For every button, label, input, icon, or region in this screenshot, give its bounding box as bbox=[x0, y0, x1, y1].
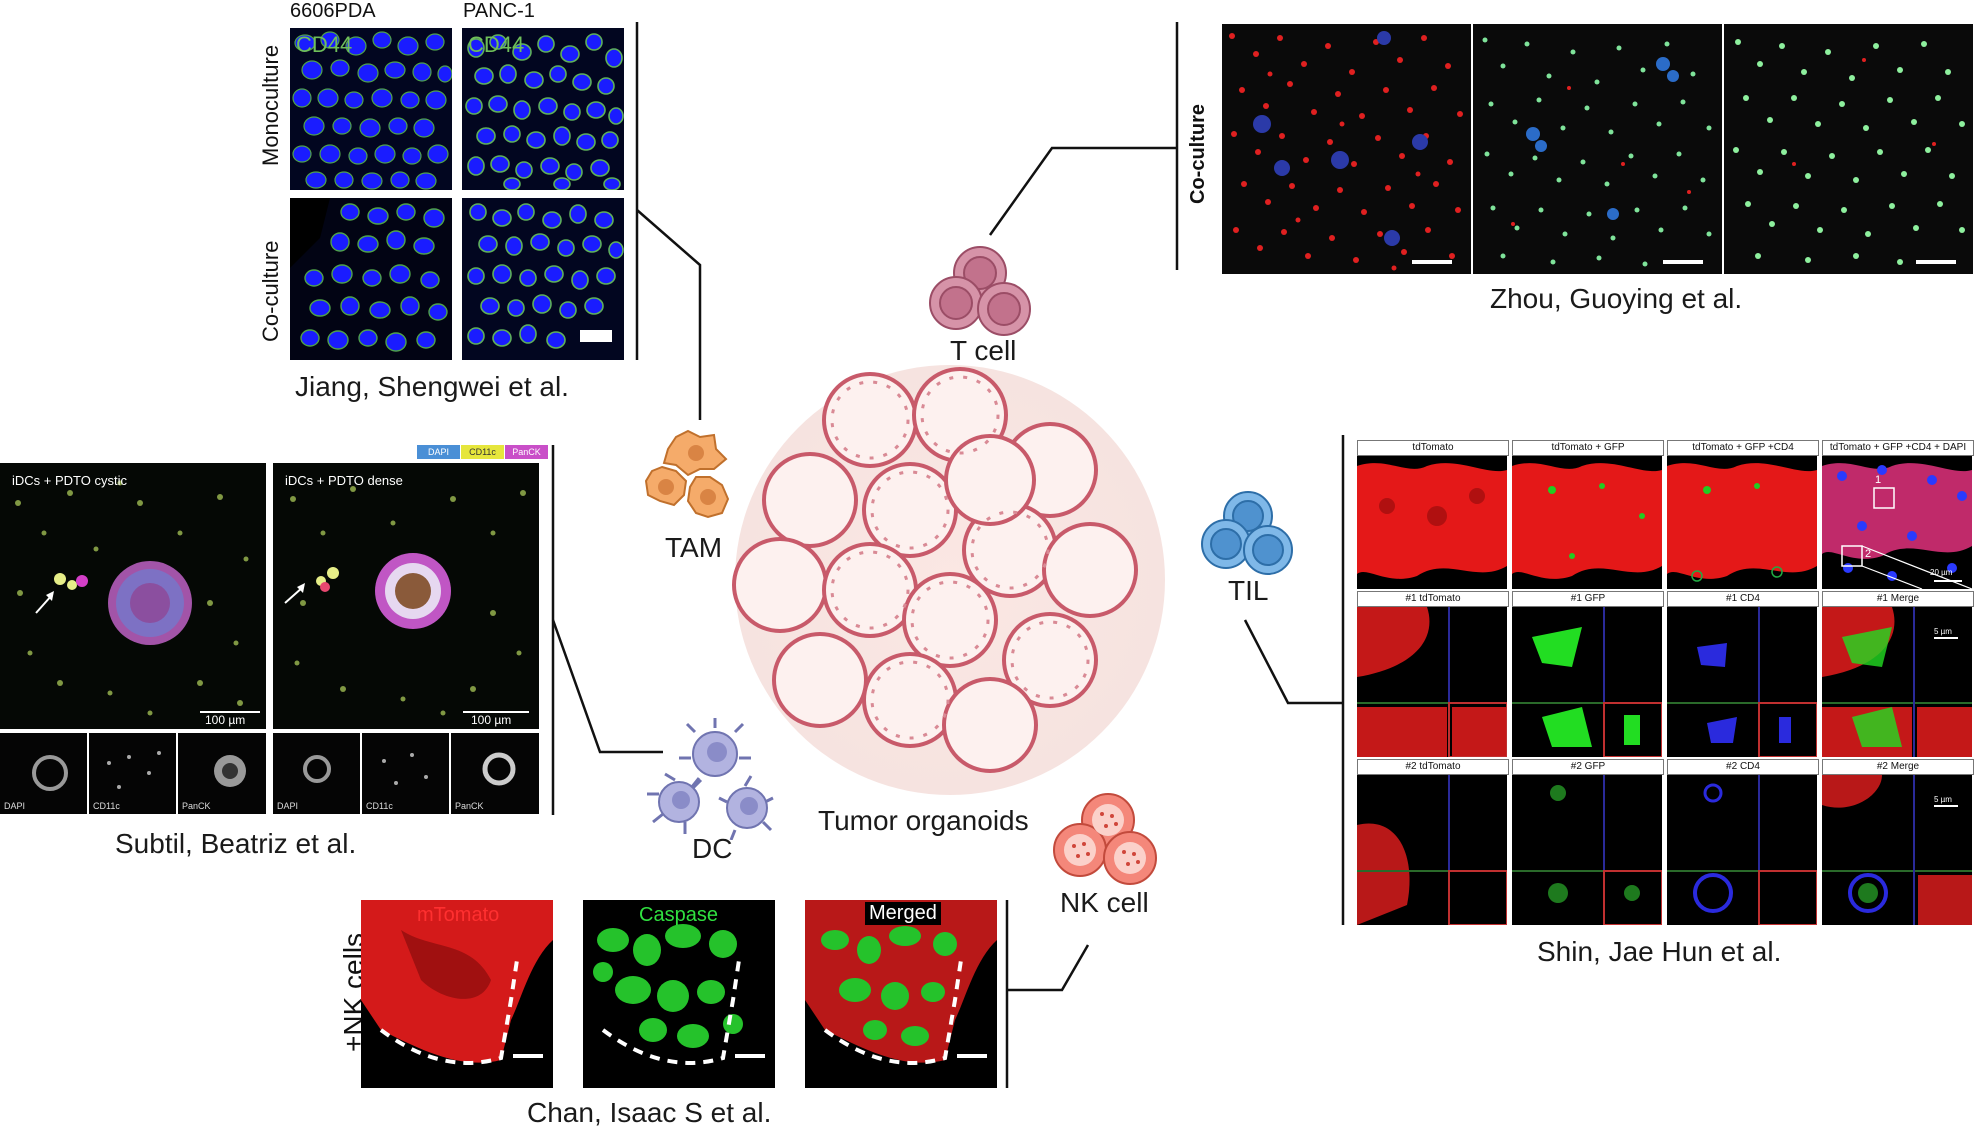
subtil-caption: Subtil, Beatriz et al. bbox=[115, 828, 357, 859]
shin-row1-head-2: #1 GFP bbox=[1512, 591, 1664, 607]
shin-head-dapi: tdTomato + GFP +CD4 + DAPI bbox=[1822, 440, 1974, 456]
jiang-micro-co-panc1 bbox=[462, 198, 624, 360]
zhou-row-coculture: Co-culture bbox=[1187, 104, 1209, 204]
subtil-small-label-dapi-1: DAPI bbox=[4, 801, 26, 811]
chan-label-merged: Merged bbox=[865, 902, 941, 925]
shin-row1-head-1: #1 tdTomato bbox=[1357, 591, 1509, 607]
chan-connector bbox=[1007, 944, 1090, 992]
jiang-micro-mono-6606 bbox=[290, 28, 452, 190]
shin-row2-4: 5 µm bbox=[1822, 775, 1972, 925]
tam-icon bbox=[644, 429, 730, 519]
zhou-micro-3 bbox=[1724, 24, 1973, 274]
jiang-micro-mono-panc1 bbox=[462, 28, 624, 190]
subtil-small-dapi-2: DAPI bbox=[273, 733, 360, 814]
shin-row2-3 bbox=[1667, 775, 1817, 925]
dc-label: DC bbox=[692, 833, 733, 864]
chan-caption: Chan, Isaac S et al. bbox=[527, 1097, 772, 1128]
tam-label: TAM bbox=[665, 532, 723, 563]
shin-row2-head-3: #2 CD4 bbox=[1667, 759, 1819, 775]
subtil-small-label-dapi-2: DAPI bbox=[277, 801, 299, 811]
jiang-row-monoculture: Monoculture bbox=[258, 44, 283, 166]
shin-top-1 bbox=[1357, 456, 1507, 589]
til-label: TIL bbox=[1228, 575, 1269, 606]
shin-scale-5-b: 5 µm bbox=[1934, 795, 1952, 804]
dc-icon bbox=[647, 718, 774, 840]
subtil-panel2-title: iDCs + PDTO dense bbox=[285, 473, 403, 488]
jiang-caption: Jiang, Shengwei et al. bbox=[295, 371, 569, 402]
subtil-micro-dense: iDCs + PDTO dense 100 µm bbox=[273, 463, 539, 729]
zhou-micro-1 bbox=[1222, 24, 1471, 274]
shin-scale-20: 20 µm bbox=[1930, 568, 1953, 577]
shin-row2-1 bbox=[1357, 775, 1507, 925]
subtil-panel1-title: iDCs + PDTO cystic bbox=[12, 473, 127, 488]
shin-row1-2 bbox=[1512, 607, 1662, 757]
subtil-small-label-panck-1: PanCK bbox=[182, 801, 211, 811]
subtil-small-label-panck-2: PanCK bbox=[455, 801, 484, 811]
shin-top-4: 1 2 20 µm bbox=[1822, 456, 1972, 589]
chan-micro-merged: Merged bbox=[805, 900, 997, 1088]
chan-micro-mtomato: mTomato bbox=[361, 900, 553, 1088]
shin-connector bbox=[1243, 619, 1343, 705]
zhou-micro-2 bbox=[1473, 24, 1722, 274]
shin-row1-4: 5 µm bbox=[1822, 607, 1972, 757]
subtil-small-panck-2: PanCK bbox=[451, 733, 539, 814]
shin-row2-head-2: #2 GFP bbox=[1512, 759, 1664, 775]
shin-mark-2: 2 bbox=[1865, 548, 1872, 560]
shin-row1-3 bbox=[1667, 607, 1817, 757]
nk-cell-icon bbox=[1053, 793, 1157, 885]
subtil-small-dapi-1: DAPI bbox=[0, 733, 87, 814]
til-icon bbox=[1201, 491, 1293, 575]
jiang-stain-label-2: CD44 bbox=[468, 32, 525, 57]
shin-top-2 bbox=[1512, 456, 1662, 589]
jiang-connector bbox=[636, 209, 702, 420]
subtil-legend-panck: PanCK bbox=[505, 445, 548, 459]
subtil-scale-2: 100 µm bbox=[471, 713, 512, 727]
shin-row1-head-4: #1 Merge bbox=[1822, 591, 1974, 607]
shin-top-3 bbox=[1667, 456, 1817, 589]
subtil-small-cd11c-1: CD11c bbox=[89, 733, 176, 814]
subtil-small-panck-1: PanCK bbox=[178, 733, 266, 814]
shin-mark-1: 1 bbox=[1875, 474, 1882, 486]
chan-micro-caspase: Caspase bbox=[583, 900, 775, 1088]
shin-head-tdtomato: tdTomato bbox=[1357, 440, 1509, 456]
t-cell-label: T cell bbox=[950, 335, 1017, 366]
subtil-legend-dapi: DAPI bbox=[417, 445, 460, 459]
subtil-connector bbox=[551, 619, 663, 754]
subtil-micro-cystic: iDCs + PDTO cystic 100 µm bbox=[0, 463, 266, 729]
zhou-connector bbox=[988, 146, 1177, 236]
jiang-col-panc1: PANC-1 bbox=[463, 0, 535, 22]
shin-row2-head-4: #2 Merge bbox=[1822, 759, 1974, 775]
shin-row1-head-3: #1 CD4 bbox=[1667, 591, 1819, 607]
nk-cell-label: NK cell bbox=[1060, 887, 1149, 918]
jiang-micro-co-6606 bbox=[290, 198, 452, 360]
shin-row2-head-1: #2 tdTomato bbox=[1357, 759, 1509, 775]
shin-row1-1 bbox=[1357, 607, 1507, 757]
subtil-small-label-cd11c-1: CD11c bbox=[93, 801, 120, 811]
jiang-col-6606pda: 6606PDA bbox=[290, 0, 376, 22]
shin-scale-5-a: 5 µm bbox=[1934, 627, 1952, 636]
zhou-caption: Zhou, Guoying et al. bbox=[1490, 283, 1743, 314]
subtil-small-cd11c-2: CD11c bbox=[362, 733, 449, 814]
jiang-stain-label-1: CD44 bbox=[296, 32, 353, 57]
shin-head-gfp: tdTomato + GFP bbox=[1512, 440, 1664, 456]
chan-label-mtomato: mTomato bbox=[417, 904, 500, 926]
tumor-organoid-illustration bbox=[732, 365, 1165, 795]
shin-caption: Shin, Jae Hun et al. bbox=[1537, 936, 1782, 967]
tumor-organoids-label: Tumor organoids bbox=[818, 805, 1029, 836]
shin-row2-2 bbox=[1512, 775, 1662, 925]
subtil-scale-1: 100 µm bbox=[205, 713, 246, 727]
chan-label-caspase: Caspase bbox=[639, 904, 718, 926]
t-cell-icon bbox=[929, 246, 1031, 336]
subtil-legend-cd11c: CD11c bbox=[461, 445, 504, 459]
shin-head-cd4: tdTomato + GFP +CD4 bbox=[1667, 440, 1819, 456]
jiang-row-coculture: Co-culture bbox=[258, 240, 283, 342]
subtil-small-label-cd11c-2: CD11c bbox=[366, 801, 393, 811]
